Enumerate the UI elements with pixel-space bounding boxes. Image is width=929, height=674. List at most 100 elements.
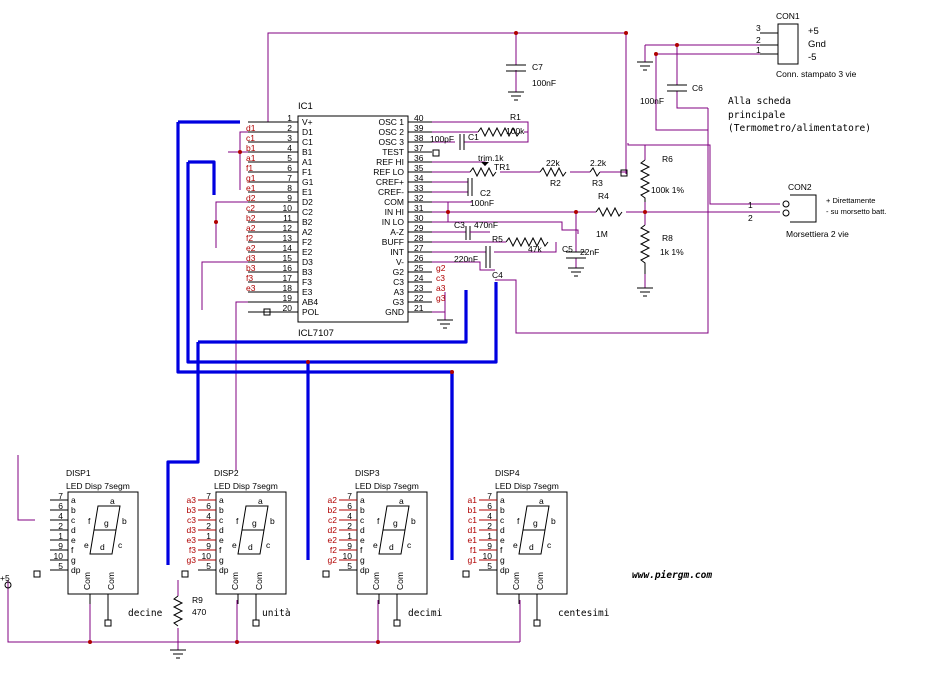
test-pad [432,149,440,157]
display-pin-num: 5 [347,561,352,571]
display-seg-label: f [71,545,74,555]
ic1-pin-num: 2 [287,123,292,133]
display-net-label: f1 [470,545,477,555]
display-net-label: c3 [187,515,196,525]
glyph-b: b [411,516,416,526]
c3-ref: C3 [454,220,465,230]
display-pin-num: 5 [58,561,63,571]
ic1-pin-name: F1 [302,167,312,177]
display-pin-num: 2 [58,521,63,531]
glyph-g: g [104,518,109,528]
ic1-pin-num: 32 [414,193,424,203]
display-net-label: b3 [187,505,197,515]
display-ref: DISP3 [355,468,380,478]
r2-ref: R2 [550,178,561,188]
supply-plus5-label: +5 [0,573,10,583]
ic1-pin-name: CREF- [378,187,404,197]
display-com-pad [533,619,541,627]
display-seg-label: b [219,505,224,515]
ic1-pin-num: 13 [283,233,293,243]
con1-label-plus5: +5 [808,26,819,37]
ic1-net-label: a1 [246,153,256,163]
resistor-r4: R4 1M [595,191,623,239]
con2-note-plus: + Direttamente [826,196,875,205]
ic1-net-label: d1 [246,123,256,133]
ic1-pin-6: 6 F1 f1 [246,163,312,177]
ic1-pin-name: TEST [382,147,404,157]
ic1-pin-num: 14 [283,243,293,253]
con2-pin-1: 1 [748,200,753,210]
display-ref: DISP4 [495,468,520,478]
ic1-pin-num: 16 [283,263,293,273]
ic1-pin-name: D3 [302,257,313,267]
ic1-ref: IC1 [298,101,313,112]
ic1-net-label: c2 [246,203,255,213]
resistor-r6: R6 100k 1% [639,154,685,202]
ground-ic [437,319,453,329]
display-net-label: f3 [189,545,196,555]
ic1-pin-name: B2 [302,217,313,227]
display-pin-num: 5 [487,561,492,571]
display-net-label: b2 [328,505,338,515]
c7-value: 100nF [532,78,556,88]
display-com-label: Com [230,572,240,590]
display-net-label: b1 [468,505,478,515]
c5-value: 22nF [580,247,599,257]
c6-value: 100nF [640,96,664,106]
ic1-pin-num: 22 [414,293,424,303]
ic1-pin-name: COM [384,197,404,207]
capacitor-c6: C6 100nF [640,83,703,106]
ic1-pin-num: 19 [283,293,293,303]
display-pin-num: 1 [487,531,492,541]
display-net-label: f2 [330,545,337,555]
ic1-pin-num: 31 [414,203,424,213]
r6-value: 100k 1% [651,185,685,195]
ic1-pin-name: OSC 2 [378,127,404,137]
ic1-net-label: f1 [246,163,253,173]
ic1-pin-name: IN HI [385,207,404,217]
ic1-pin-name: OSC 1 [378,117,404,127]
display-seg-label: g [500,555,505,565]
capacitor-c7: C7 100nF [506,62,556,88]
con1-pin-1: 1 [756,45,761,55]
display-seg-label: e [360,535,365,545]
display-net-label: g2 [328,555,338,565]
ic1-net-label: c3 [436,273,445,283]
ic1-net-label: f3 [246,273,253,283]
ic1-net-label: f2 [246,233,253,243]
display-type: LED Disp 7segm [214,481,278,491]
glyph-a: a [539,496,544,506]
glyph-b: b [122,516,127,526]
con1-label-gnd: Gnd [808,39,826,50]
display-pin-num: 6 [347,501,352,511]
display-seg-label: d [360,525,365,535]
ic1-net-label: e3 [246,283,256,293]
display-body [496,491,568,595]
ic1-pin-num: 6 [287,163,292,173]
display-com-label: Com [254,572,264,590]
ic1-part: ICL7107 [298,328,334,339]
display-seg-label: f [219,545,222,555]
resistor-r5: R5 47k [490,234,549,254]
con1-label-minus5: -5 [808,52,816,63]
display-pin-num: 6 [487,501,492,511]
ic1-net-label: a2 [246,223,256,233]
display-com-label: Com [395,572,405,590]
display-seg-label: c [360,515,365,525]
con1: CON1 3 2 1 +5 Gnd -5 Conn. stampato 3 vi… [756,11,857,79]
ic1-pin-name: GND [385,307,404,317]
display-caption: decine [128,608,163,619]
display-body [215,491,287,595]
ic1-pin-name: OSC 3 [378,137,404,147]
display-type: LED Disp 7segm [495,481,559,491]
